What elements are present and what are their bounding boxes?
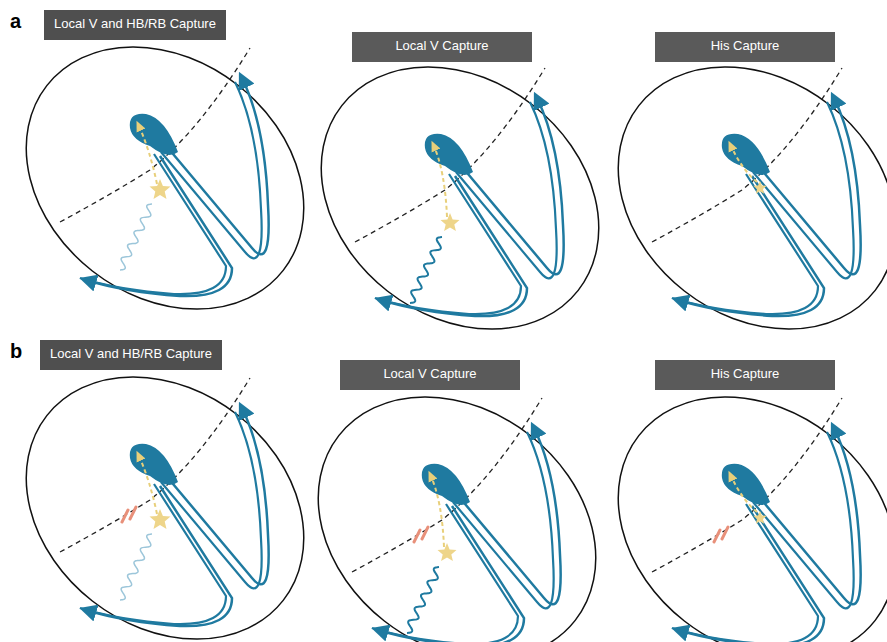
myocardial-wave xyxy=(120,534,152,600)
bundle-branch xyxy=(86,486,232,626)
heart-panel xyxy=(0,323,356,642)
panel-header: Local V and HB/RB Capture xyxy=(44,10,226,40)
valve-plane xyxy=(652,398,842,572)
bundle-branch xyxy=(460,428,561,604)
his-bundle xyxy=(722,464,770,505)
header-text: Local V Capture xyxy=(350,366,510,382)
pacing-site xyxy=(753,181,766,194)
heart-outline xyxy=(0,0,356,363)
activation-arrow xyxy=(138,124,157,184)
heart-panel xyxy=(566,13,887,384)
bundle-branch xyxy=(375,174,521,314)
block-mark xyxy=(422,527,428,539)
panel-header: His Capture xyxy=(655,360,835,390)
bundle-branch xyxy=(463,98,564,274)
bundle-branch xyxy=(753,102,854,278)
bundle-branch xyxy=(161,412,262,588)
heart-outline xyxy=(566,343,887,642)
bundle-branch xyxy=(678,506,824,642)
myocardial-wave xyxy=(407,567,439,633)
valve-plane xyxy=(355,68,545,242)
bundle-branch xyxy=(678,176,824,316)
panel-letter: b xyxy=(10,340,22,363)
bundle-branch xyxy=(161,82,262,258)
bundle-branch xyxy=(80,154,226,294)
bundle-branch xyxy=(86,156,232,296)
block-mark xyxy=(722,527,728,539)
heart-outline xyxy=(269,13,651,384)
pacing-site xyxy=(150,509,171,529)
panel-header: Local V Capture xyxy=(340,360,520,390)
bundle-branch xyxy=(753,432,854,608)
his-bundle xyxy=(425,134,473,175)
myocardial-wave xyxy=(410,237,442,303)
valve-plane xyxy=(352,398,542,572)
heart-panel xyxy=(0,0,356,363)
header-text: Local V and HB/RB Capture xyxy=(54,16,216,32)
block-mark xyxy=(414,530,420,542)
his-bundle xyxy=(722,134,770,175)
bundle-branch xyxy=(760,98,861,274)
his-bundle xyxy=(422,464,470,505)
bundle-branch xyxy=(80,484,226,624)
panel-header: Local V and HB/RB Capture xyxy=(40,340,222,370)
bundle-branch xyxy=(672,174,818,314)
pacing-site xyxy=(753,511,766,524)
header-text: Local V and HB/RB Capture xyxy=(50,346,212,362)
activation-arrow xyxy=(430,474,444,547)
bundle-branch xyxy=(168,78,269,254)
pacing-site xyxy=(150,179,171,199)
activation-arrow xyxy=(138,454,157,514)
activation-arrow xyxy=(433,144,447,217)
header-text: His Capture xyxy=(665,38,825,54)
activation-arrow xyxy=(730,144,757,182)
bundle-branch xyxy=(672,504,818,642)
header-text: Local V Capture xyxy=(362,38,522,54)
bundle-branch xyxy=(456,102,557,278)
heart-outline xyxy=(266,343,648,642)
his-bundle xyxy=(130,444,178,485)
valve-plane xyxy=(60,48,250,222)
heart-panel xyxy=(269,13,651,384)
block-mark xyxy=(714,530,720,542)
heart-outline xyxy=(566,13,887,384)
bundle-branch xyxy=(381,176,527,316)
heart-panel xyxy=(266,343,648,642)
bundle-branch xyxy=(760,428,861,604)
panel-header: His Capture xyxy=(655,32,835,62)
panel-header: Local V Capture xyxy=(352,32,532,62)
heart-panel xyxy=(566,343,887,642)
block-mark xyxy=(122,510,128,522)
his-bundle xyxy=(130,114,178,155)
valve-plane xyxy=(60,378,250,552)
pacing-site xyxy=(438,543,457,561)
valve-plane xyxy=(652,68,842,242)
bundle-branch xyxy=(453,432,554,608)
header-text: His Capture xyxy=(665,366,825,382)
activation-arrow xyxy=(730,474,757,512)
myocardial-wave xyxy=(120,204,152,270)
bundle-branch xyxy=(372,504,518,642)
bundle-branch xyxy=(168,408,269,584)
heart-outline xyxy=(0,323,356,642)
panel-letter: a xyxy=(10,10,21,33)
pacing-site xyxy=(441,213,460,231)
bundle-branch xyxy=(378,506,524,642)
block-mark xyxy=(130,507,136,519)
